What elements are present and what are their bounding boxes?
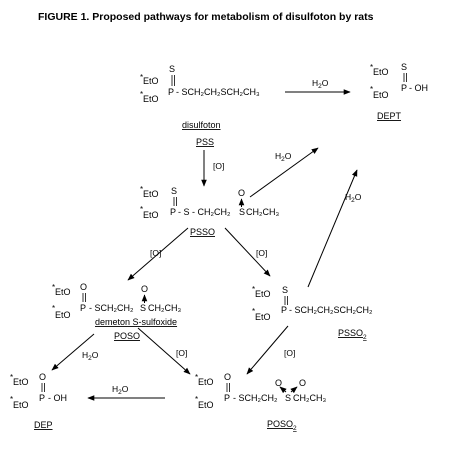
poso2-code: POSO2 xyxy=(267,419,297,432)
star-marker: * xyxy=(370,85,373,94)
etO-group: EtO xyxy=(55,310,71,320)
etO-group: EtO xyxy=(143,210,159,220)
star-marker: * xyxy=(52,304,55,313)
label-h2o: H2O xyxy=(275,151,292,163)
label-oxidation: [O] xyxy=(284,348,295,358)
arrow-psso-to-psso2 xyxy=(224,227,271,277)
compound-psso2: * EtO * EtO S P - SCH₂CH₂SCH₂CH₂ PSSO2 xyxy=(252,285,373,341)
dept-chain: - OH xyxy=(409,83,428,93)
psso2-chain: - SCH₂CH₂SCH₂CH₂ xyxy=(289,305,373,315)
psso-sulfur: S xyxy=(239,207,245,217)
star-marker: * xyxy=(252,285,255,294)
sulfur-atom: S xyxy=(169,64,175,74)
star-marker: * xyxy=(52,283,55,292)
label-oxidation: [O] xyxy=(176,348,187,358)
phosphorus-atom: P xyxy=(224,393,230,403)
star-marker: * xyxy=(140,185,143,194)
poso-chain-a: - SCH₂CH₂ xyxy=(89,303,134,313)
etO-group: EtO xyxy=(143,189,159,199)
oxygen-atom: O xyxy=(80,282,87,292)
star-marker: * xyxy=(252,307,255,316)
compound-dept: * EtO * EtO S P - OH DEPT xyxy=(370,62,428,121)
poso2-chain-c: CH₂CH₃ xyxy=(293,393,326,403)
poso2-sulfur: S xyxy=(285,393,291,403)
phosphorus-atom: P xyxy=(170,207,176,217)
poso-chain-c: CH₂CH₃ xyxy=(148,303,181,313)
oxygen-atom: O xyxy=(238,188,245,198)
arrow-poso-to-dep xyxy=(51,333,95,371)
label-h2o: H2O xyxy=(312,78,329,90)
star-marker: * xyxy=(195,395,198,404)
arrow-psso-to-poso xyxy=(127,227,189,281)
pss-code: PSS xyxy=(196,137,214,147)
label-oxidation: [O] xyxy=(150,248,161,258)
pss-name: disulfoton xyxy=(182,120,221,130)
star-marker: * xyxy=(195,373,198,382)
dept-code: DEPT xyxy=(377,111,402,121)
star-marker: * xyxy=(140,90,143,99)
oxygen-atom: O xyxy=(275,378,282,388)
arrow-psso2-to-dept xyxy=(307,169,358,288)
phosphorus-atom: P xyxy=(168,87,174,97)
compound-poso2: * EtO * EtO O P - SCH₂CH₂ S CH₂CH₃ O O P… xyxy=(195,372,326,432)
etO-group: EtO xyxy=(13,377,29,387)
label-h2o: H2O xyxy=(112,384,129,396)
etO-group: EtO xyxy=(143,76,159,86)
poso2-chain-a: - SCH₂CH₂ xyxy=(233,393,278,403)
label-h2o: H2O xyxy=(345,192,362,204)
star-marker: * xyxy=(140,205,143,214)
poso-name: demeton S-sulfoxide xyxy=(95,317,177,327)
oxygen-atom: O xyxy=(299,378,306,388)
sulfur-atom: S xyxy=(171,186,177,196)
etO-group: EtO xyxy=(13,400,29,410)
arrow-psso2-to-poso2 xyxy=(246,325,289,375)
poso-sulfur: S xyxy=(140,303,146,313)
arrow-poso-to-poso2 xyxy=(137,327,191,375)
oxygen-atom: O xyxy=(141,284,148,294)
sulfur-atom: S xyxy=(282,285,288,295)
label-oxidation: [O] xyxy=(256,248,267,258)
phosphorus-atom: P xyxy=(39,393,45,403)
dep-chain: - OH xyxy=(48,393,67,403)
psso-chain-c: CH₂CH₃ xyxy=(246,207,279,217)
label-oxidation: [O] xyxy=(213,161,224,171)
coordinate-bond-arrow xyxy=(290,386,298,394)
arrow-psso-to-dept xyxy=(249,147,319,198)
sulfur-atom: S xyxy=(401,62,407,72)
oxygen-atom: O xyxy=(39,372,46,382)
phosphorus-atom: P xyxy=(401,83,407,93)
etO-group: EtO xyxy=(143,94,159,104)
label-h2o: H2O xyxy=(82,350,99,362)
psso2-code: PSSO2 xyxy=(338,328,367,341)
etO-group: EtO xyxy=(373,67,389,77)
star-marker: * xyxy=(140,73,143,82)
pss-chain: - SCH₂CH₂SCH₂CH₃ xyxy=(176,87,260,97)
poso-code: POSO xyxy=(114,331,140,341)
etO-group: EtO xyxy=(198,377,214,387)
coordinate-bond-arrow xyxy=(279,386,287,394)
oxygen-atom: O xyxy=(224,372,231,382)
figure-title: FIGURE 1. Proposed pathways for metaboli… xyxy=(38,11,374,23)
compound-pss: * EtO * EtO S P - SCH₂CH₂SCH₂CH₃ disulfo… xyxy=(140,64,260,147)
phosphorus-atom: P xyxy=(80,303,86,313)
dep-code: DEP xyxy=(34,420,53,430)
psso-code: PSSO xyxy=(190,227,215,237)
etO-group: EtO xyxy=(198,400,214,410)
compound-psso: * EtO * EtO S P - S - CH₂CH₂ S CH₂CH₃ O … xyxy=(140,185,279,237)
etO-group: EtO xyxy=(255,312,271,322)
compound-poso: * EtO * EtO O P - SCH₂CH₂ S CH₂CH₃ O dem… xyxy=(52,282,181,341)
star-marker: * xyxy=(10,395,13,404)
etO-group: EtO xyxy=(373,90,389,100)
psso-chain-a: - S - CH₂CH₂ xyxy=(178,207,231,217)
phosphorus-atom: P xyxy=(281,305,287,315)
etO-group: EtO xyxy=(255,289,271,299)
star-marker: * xyxy=(370,63,373,72)
compound-dep: * EtO * EtO O P - OH DEP xyxy=(10,372,67,430)
etO-group: EtO xyxy=(55,287,71,297)
star-marker: * xyxy=(10,373,13,382)
